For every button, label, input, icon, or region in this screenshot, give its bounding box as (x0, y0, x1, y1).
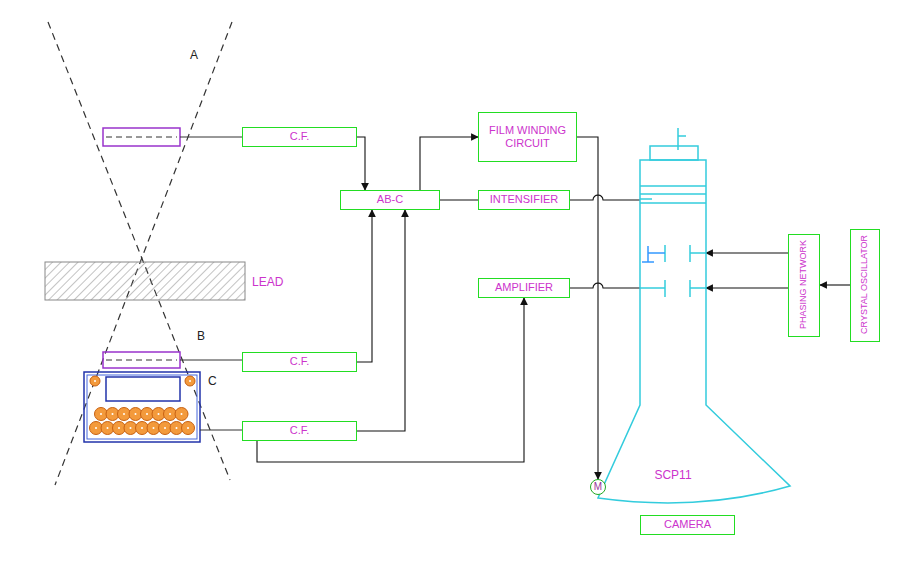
tube-dot (158, 413, 160, 415)
cathode-follower-box: C.F. (242, 352, 357, 372)
amplifier-box: AMPLIFIER (478, 278, 570, 298)
tube-dot (135, 413, 137, 415)
tube-circle (175, 408, 188, 421)
node-text: AMPLIFIER (495, 281, 553, 294)
signal-wire (820, 284, 850, 285)
counter-wires (180, 137, 242, 430)
signal-wire (570, 195, 640, 200)
signal-wire (357, 137, 365, 190)
tube-dot (181, 413, 183, 415)
tube-dot (130, 427, 132, 429)
node-text: M (594, 481, 602, 493)
tube-dot (187, 427, 189, 429)
tube-dot (146, 413, 148, 415)
node-text: PHASING NETWORK (798, 240, 809, 329)
tube-dot (141, 427, 143, 429)
counter-b (103, 352, 180, 368)
tube-dot (153, 427, 155, 429)
signal-wire (440, 199, 478, 200)
crystal-oscillator-box: CRYSTAL OSCILLATOR (850, 229, 880, 342)
node-text: CRYSTAL OSCILLATOR (859, 235, 870, 334)
signal-wire (357, 210, 405, 431)
node-text: AB-C (377, 193, 403, 206)
tube-dot (107, 427, 109, 429)
signal-wire (357, 210, 372, 362)
motor-circle: M (590, 479, 606, 495)
tube-dot (164, 427, 166, 429)
signal-wire (706, 287, 788, 288)
counter-a (103, 128, 180, 146)
node-text: INTENSIFIER (490, 193, 558, 206)
signal-wire (420, 137, 478, 190)
tube-circle (185, 376, 195, 386)
material-label: LEAD (252, 275, 283, 289)
camera-box: CAMERA (640, 515, 735, 535)
node-text: C.F. (290, 355, 310, 368)
counter-c-housing (84, 372, 200, 442)
node-text: C.F. (290, 130, 310, 143)
counter-label: C (208, 374, 217, 388)
tube-outline (640, 160, 706, 405)
tube-dot (189, 380, 191, 382)
counter-label: A (190, 48, 198, 62)
tube-dot (100, 413, 102, 415)
tube-circle (182, 422, 195, 435)
tube-dot (95, 427, 97, 429)
cone-lines (48, 22, 232, 485)
phasing-network-box: PHASING NETWORK (788, 234, 820, 337)
cathode-follower-box: C.F. (242, 421, 357, 441)
tube-circle (90, 376, 100, 386)
cathode-ray-tube: SCP11 (640, 160, 706, 405)
node-text: FILM WINDING CIRCUIT (484, 124, 571, 150)
tube-dot (112, 413, 114, 415)
node-text: SCP11 (640, 468, 706, 482)
tube-dot (123, 413, 125, 415)
signal-wire (577, 137, 598, 479)
intensifier-box: INTENSIFIER (478, 190, 570, 210)
coincidence-box: AB-C (340, 190, 440, 210)
node-text: CAMERA (664, 518, 711, 531)
cathode-follower-box: C.F. (242, 127, 357, 147)
counter-label: B (197, 329, 205, 343)
tube-dot (118, 427, 120, 429)
signal-wire (570, 283, 640, 288)
photomultiplier-tubes (90, 376, 196, 435)
tube-dot (176, 427, 178, 429)
tube-dot (169, 413, 171, 415)
tube-dot (94, 380, 96, 382)
node-text: C.F. (290, 424, 310, 437)
signal-wire (706, 252, 788, 253)
lead-block (45, 262, 245, 300)
film-winding-box: FILM WINDING CIRCUIT (478, 112, 577, 162)
ground-symbol (642, 246, 665, 262)
